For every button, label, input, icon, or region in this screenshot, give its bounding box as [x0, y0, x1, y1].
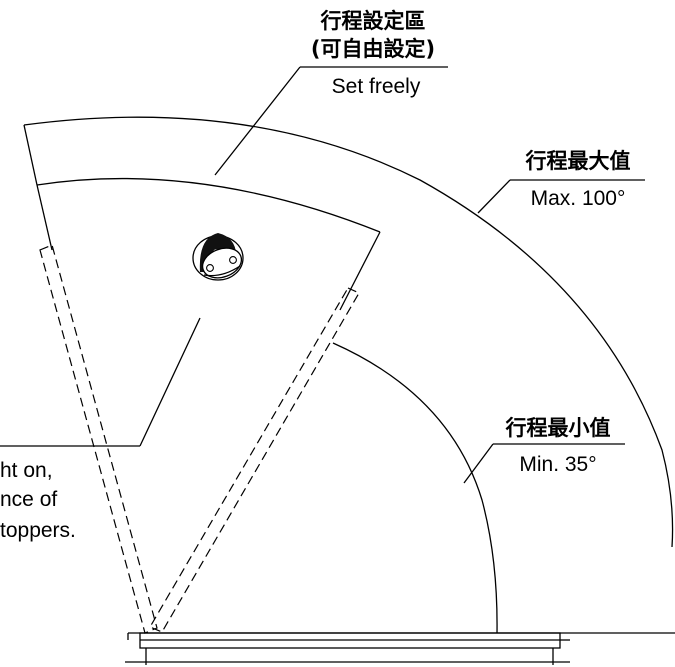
sector-top-edge [339, 231, 381, 311]
note-line-1: ht on, [0, 459, 53, 482]
min-travel-arc [332, 342, 498, 634]
leader-set-freely [214, 66, 448, 176]
max-travel-zh: 行程最大值 [525, 149, 631, 173]
max-travel-en: Max. 100° [531, 187, 626, 210]
door-stopper-icon [192, 233, 244, 281]
leader-note [0, 317, 201, 447]
floor-frame [125, 632, 675, 665]
door-leaf-right [149, 287, 360, 633]
max-travel-arc [23, 116, 674, 548]
leader-min [463, 443, 625, 484]
leader-max [477, 179, 645, 214]
sector-left-edge [23, 124, 38, 186]
set-freely-en: Set freely [332, 75, 421, 98]
sector-inner-edge [36, 184, 53, 251]
note-line-2: nce of [0, 488, 57, 511]
set-freely-zh-line1: 行程設定區 [320, 9, 426, 33]
door-leaf-left [39, 244, 158, 634]
min-travel-zh: 行程最小值 [505, 416, 611, 440]
min-travel-en: Min. 35° [519, 453, 596, 476]
set-freely-zh-line2: (可自由設定) [311, 37, 435, 61]
note-line-3: toppers. [0, 519, 76, 542]
set-freely-arc [36, 177, 381, 233]
